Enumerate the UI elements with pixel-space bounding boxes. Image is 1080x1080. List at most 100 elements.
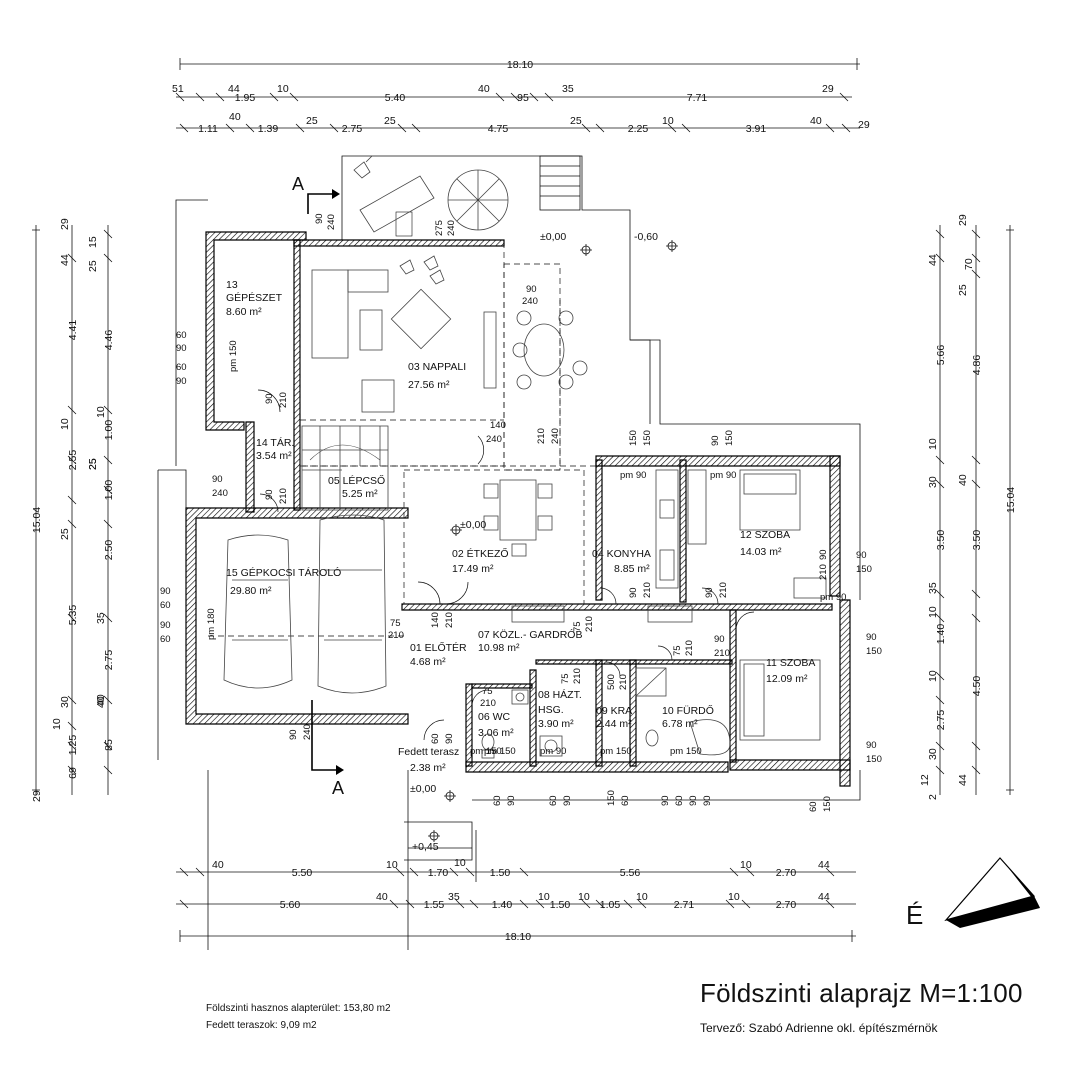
dim: 44 (818, 891, 830, 903)
opening-dim: pm 150 (600, 746, 632, 757)
opening-dim: 60 (620, 795, 631, 806)
plant-icon (353, 155, 373, 179)
room-name: Fedett terasz (398, 746, 459, 758)
opening-dim: 60 (492, 795, 503, 806)
opening-dim: pm 90 (620, 470, 646, 481)
section-label-top: A (292, 174, 304, 194)
dim: 1.00 (103, 480, 115, 501)
room-area: 3.06 m² (478, 727, 514, 739)
opening-dim: 210 (278, 392, 289, 408)
shower-icon (635, 667, 667, 697)
dim: 5.50 (292, 867, 313, 879)
level-label: ±0,00 (540, 231, 566, 243)
opening-dim: 90 (562, 795, 573, 806)
dim: 2.75 (935, 710, 947, 731)
opening-dim: 90 (688, 795, 699, 806)
dim: 44 (927, 254, 939, 266)
title-block: Földszinti alaprajz M=1:100 Tervező: Sza… (700, 978, 1023, 1035)
opening-dim: 90 (288, 729, 299, 740)
opening-dim: 150 (866, 646, 882, 657)
opening-dim: 140 (490, 420, 506, 431)
covered-terrace-area: Fedett teraszok: 9,09 m2 (206, 1020, 317, 1031)
dim: 2.75 (342, 123, 363, 135)
opening-dim: 210 (584, 616, 595, 632)
dim: 51 (172, 83, 184, 95)
dim: 1.11 (198, 123, 218, 135)
dim: 4.86 (971, 355, 983, 376)
dim: 10 (454, 857, 466, 869)
dim: 10 (51, 718, 63, 730)
room-area: 2.38 m² (410, 762, 446, 774)
kitchen-counter-icon (655, 469, 707, 589)
opening-dim: 90 (264, 393, 275, 404)
bed-icon (739, 469, 801, 531)
drawing-title: Földszinti alaprajz M=1:100 (700, 978, 1023, 1008)
room-name: 14 TÁR. (256, 436, 294, 449)
opening-dim: 210 (480, 698, 496, 709)
dim: 3.91 (746, 123, 767, 135)
opening-dim: 75 (560, 673, 571, 684)
room-name: 15 GÉPKOCSI TÁROLÓ (226, 566, 341, 579)
level-label: ±0,00 (460, 519, 486, 531)
dim-left-total: 15.04 (31, 507, 43, 533)
room-name: 01 ELŐTÉR (410, 640, 467, 654)
sofa-icon (311, 269, 389, 359)
dim: 40 (957, 474, 969, 486)
dim: 40 (212, 859, 224, 871)
opening-dim: 90 (714, 634, 725, 645)
room-area: 3.90 m² (538, 718, 574, 730)
dim: 10 (59, 418, 71, 430)
dim: 2.71 (674, 899, 695, 911)
opening-dim: 90 (160, 586, 171, 597)
room-area: 29.80 m² (230, 585, 272, 597)
room-name: 07 KÖZL.- GARDRÓB (478, 628, 582, 641)
dim: 1.50 (550, 899, 571, 911)
room-area: 8.85 m² (614, 563, 650, 575)
dim: 35 (562, 83, 574, 95)
room-name: 03 NAPPALI (408, 361, 466, 373)
opening-dim: 150 (866, 754, 882, 765)
dim: 1.70 (428, 867, 449, 879)
bathtub-icon (689, 719, 731, 756)
level-label: ±0,00 (410, 783, 436, 795)
dim: 1.05 (600, 899, 621, 911)
parasol-icon (447, 169, 509, 231)
room-area: 6.78 m² (662, 718, 698, 730)
dim: 30 (927, 476, 939, 488)
dimension-lines-sides (32, 225, 1014, 795)
dim: 30 (927, 748, 939, 760)
level-marker-icons (428, 240, 678, 842)
wardrobe-icon (793, 577, 827, 599)
walls (185, 231, 851, 787)
room-name: 11 SZOBA (766, 657, 815, 669)
dim: 40 (95, 696, 107, 708)
dim: 12 (919, 774, 931, 786)
dim: 69 (67, 767, 79, 779)
room-area: 8.60 m² (226, 306, 262, 318)
dim: 1.00 (103, 420, 115, 441)
opening-dim: 75 (572, 621, 583, 632)
dimension-text-left: 15.04 29 44 4.41 10 2.55 25 25 5.35 40 3… (31, 218, 115, 802)
dim: 2.50 (103, 540, 115, 561)
dim: 10 (95, 406, 107, 418)
dim: 95 (517, 92, 529, 104)
dim: 1.95 (235, 92, 256, 104)
dimension-lines-top (175, 58, 860, 133)
opening-dim: 210 (536, 428, 547, 444)
dim: 25 (306, 115, 318, 127)
opening-dim: 60 (176, 362, 187, 373)
opening-dim: 210 (618, 674, 629, 690)
opening-dim: 210 (718, 582, 729, 598)
dim: 10 (578, 891, 590, 903)
bed-icon (739, 659, 821, 741)
dim: 35 (927, 582, 939, 594)
dim: 5.60 (280, 899, 301, 911)
dim: 25 (570, 115, 582, 127)
opening-dim: 150 (856, 564, 872, 575)
dim: 25 (87, 260, 99, 272)
sink-icon (511, 689, 529, 705)
opening-dim: 150 (642, 430, 653, 446)
room-name: 10 FÜRDŐ (662, 703, 714, 717)
dim: 1.50 (490, 867, 511, 879)
